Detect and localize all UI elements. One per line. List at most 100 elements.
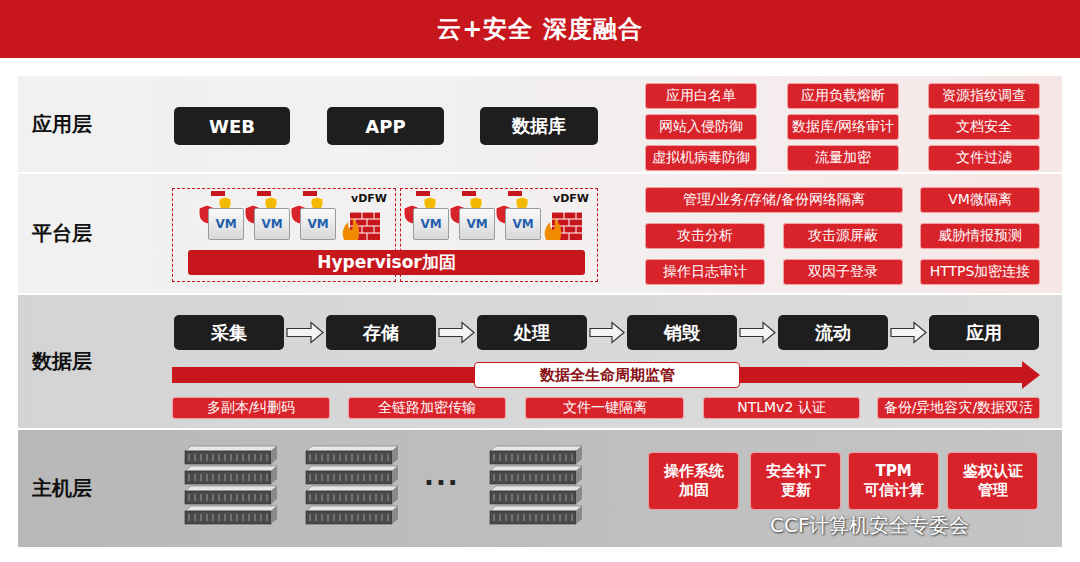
server-vent xyxy=(548,454,549,461)
box-text: TPM 可信计算 xyxy=(855,462,932,500)
security-tag: 全链路加密传输 xyxy=(348,397,506,419)
server-vent xyxy=(530,454,531,461)
server-vent xyxy=(518,494,519,501)
server-vent xyxy=(249,494,250,501)
box-text: 管理/业务/存储/备份网络隔离 xyxy=(683,191,865,209)
server-vent xyxy=(334,494,335,501)
server-side xyxy=(576,486,582,504)
server-vent xyxy=(261,474,262,481)
server-vent xyxy=(310,494,311,501)
server-top xyxy=(306,446,398,451)
title-text: 云+安全 深度融合 xyxy=(437,13,642,45)
server-vent xyxy=(506,454,507,461)
server-vent xyxy=(267,474,268,481)
server-vent xyxy=(231,514,232,521)
server-vent xyxy=(316,474,317,481)
firewall-brick xyxy=(569,233,570,240)
server-vent xyxy=(334,454,335,461)
server-vent xyxy=(382,514,383,521)
box-text: VM xyxy=(307,217,328,231)
box-text: 处理 xyxy=(514,321,550,345)
server-top xyxy=(306,466,398,471)
security-tag: 资源指纹调查 xyxy=(928,83,1040,109)
server-side xyxy=(576,446,582,464)
server-vent xyxy=(195,474,196,481)
server-vent xyxy=(494,514,495,521)
server-vent xyxy=(560,454,561,461)
server-vent xyxy=(566,494,567,501)
server-vent xyxy=(225,494,226,501)
server-vent xyxy=(572,514,573,521)
server-vent xyxy=(225,474,226,481)
server-unit xyxy=(490,471,576,484)
server-side xyxy=(392,446,398,464)
firewall-brick xyxy=(367,219,368,226)
server-vent xyxy=(322,514,323,521)
server-top xyxy=(185,506,277,511)
flow-arrow-shape xyxy=(287,323,323,343)
server-vent xyxy=(376,454,377,461)
server-side xyxy=(271,506,277,524)
server-vent xyxy=(231,474,232,481)
server-vent xyxy=(243,474,244,481)
firewall-brick xyxy=(576,226,577,233)
server-vent xyxy=(195,454,196,461)
server-side xyxy=(392,466,398,484)
function-box: APP xyxy=(327,107,444,145)
firewall-label: vDFW xyxy=(351,192,387,205)
data-band xyxy=(18,295,1062,428)
server-vent xyxy=(322,454,323,461)
server-vent xyxy=(328,494,329,501)
box-text: NTLMv2 认证 xyxy=(737,399,826,417)
box-text: 文件过滤 xyxy=(956,149,1012,167)
server-vent xyxy=(382,454,383,461)
function-box: WEB xyxy=(174,107,290,145)
server-vent xyxy=(572,454,573,461)
server-vent xyxy=(328,514,329,521)
box-text: 威胁情报预测 xyxy=(938,227,1022,245)
server-unit xyxy=(185,451,271,464)
flow-arrow xyxy=(590,323,624,343)
box-text: 虚拟机病毒防御 xyxy=(652,149,750,167)
server-vent xyxy=(364,474,365,481)
box-text: 文件一键隔离 xyxy=(563,399,647,417)
server-vent xyxy=(500,474,501,481)
server-vent xyxy=(310,474,311,481)
badge-tab xyxy=(211,191,225,196)
ellipsis: ··· xyxy=(424,468,460,498)
security-tag: NTLMv2 认证 xyxy=(703,397,860,419)
server-vent xyxy=(494,454,495,461)
flow-arrow-shape xyxy=(439,323,474,343)
function-box: 销毁 xyxy=(627,315,737,350)
server-vent xyxy=(237,474,238,481)
flow-arrow-shape xyxy=(891,323,926,343)
firewall-brick xyxy=(374,226,375,233)
server-vent xyxy=(358,474,359,481)
server-vent xyxy=(340,474,341,481)
security-tag: HTTPS加密连接 xyxy=(920,259,1040,285)
server-vent xyxy=(370,454,371,461)
security-tag: 文档安全 xyxy=(928,114,1040,140)
box-text: 全链路加密传输 xyxy=(378,399,476,417)
server-vent xyxy=(346,494,347,501)
host-security-box: 操作系统 加固 xyxy=(648,452,739,510)
server-vent xyxy=(213,474,214,481)
security-tag: 流量加密 xyxy=(787,145,899,171)
host-security-box: TPM 可信计算 xyxy=(848,452,939,510)
server-vent xyxy=(195,494,196,501)
flow-arrow-shape xyxy=(590,323,624,343)
server-vent xyxy=(346,454,347,461)
server-vent xyxy=(255,514,256,521)
server-vent xyxy=(494,494,495,501)
box-text: VM xyxy=(261,217,282,231)
box-text: HTTPS加密连接 xyxy=(930,263,1031,281)
server-vent xyxy=(267,514,268,521)
vm-icon: VM xyxy=(208,208,244,240)
security-tag: 攻击分析 xyxy=(645,223,765,249)
box-text: 应用负载熔断 xyxy=(801,87,885,105)
server-vent xyxy=(554,494,555,501)
server-vent xyxy=(261,514,262,521)
box-text: 资源指纹调查 xyxy=(942,87,1026,105)
server-top xyxy=(306,486,398,491)
frame-edge xyxy=(0,58,1080,562)
